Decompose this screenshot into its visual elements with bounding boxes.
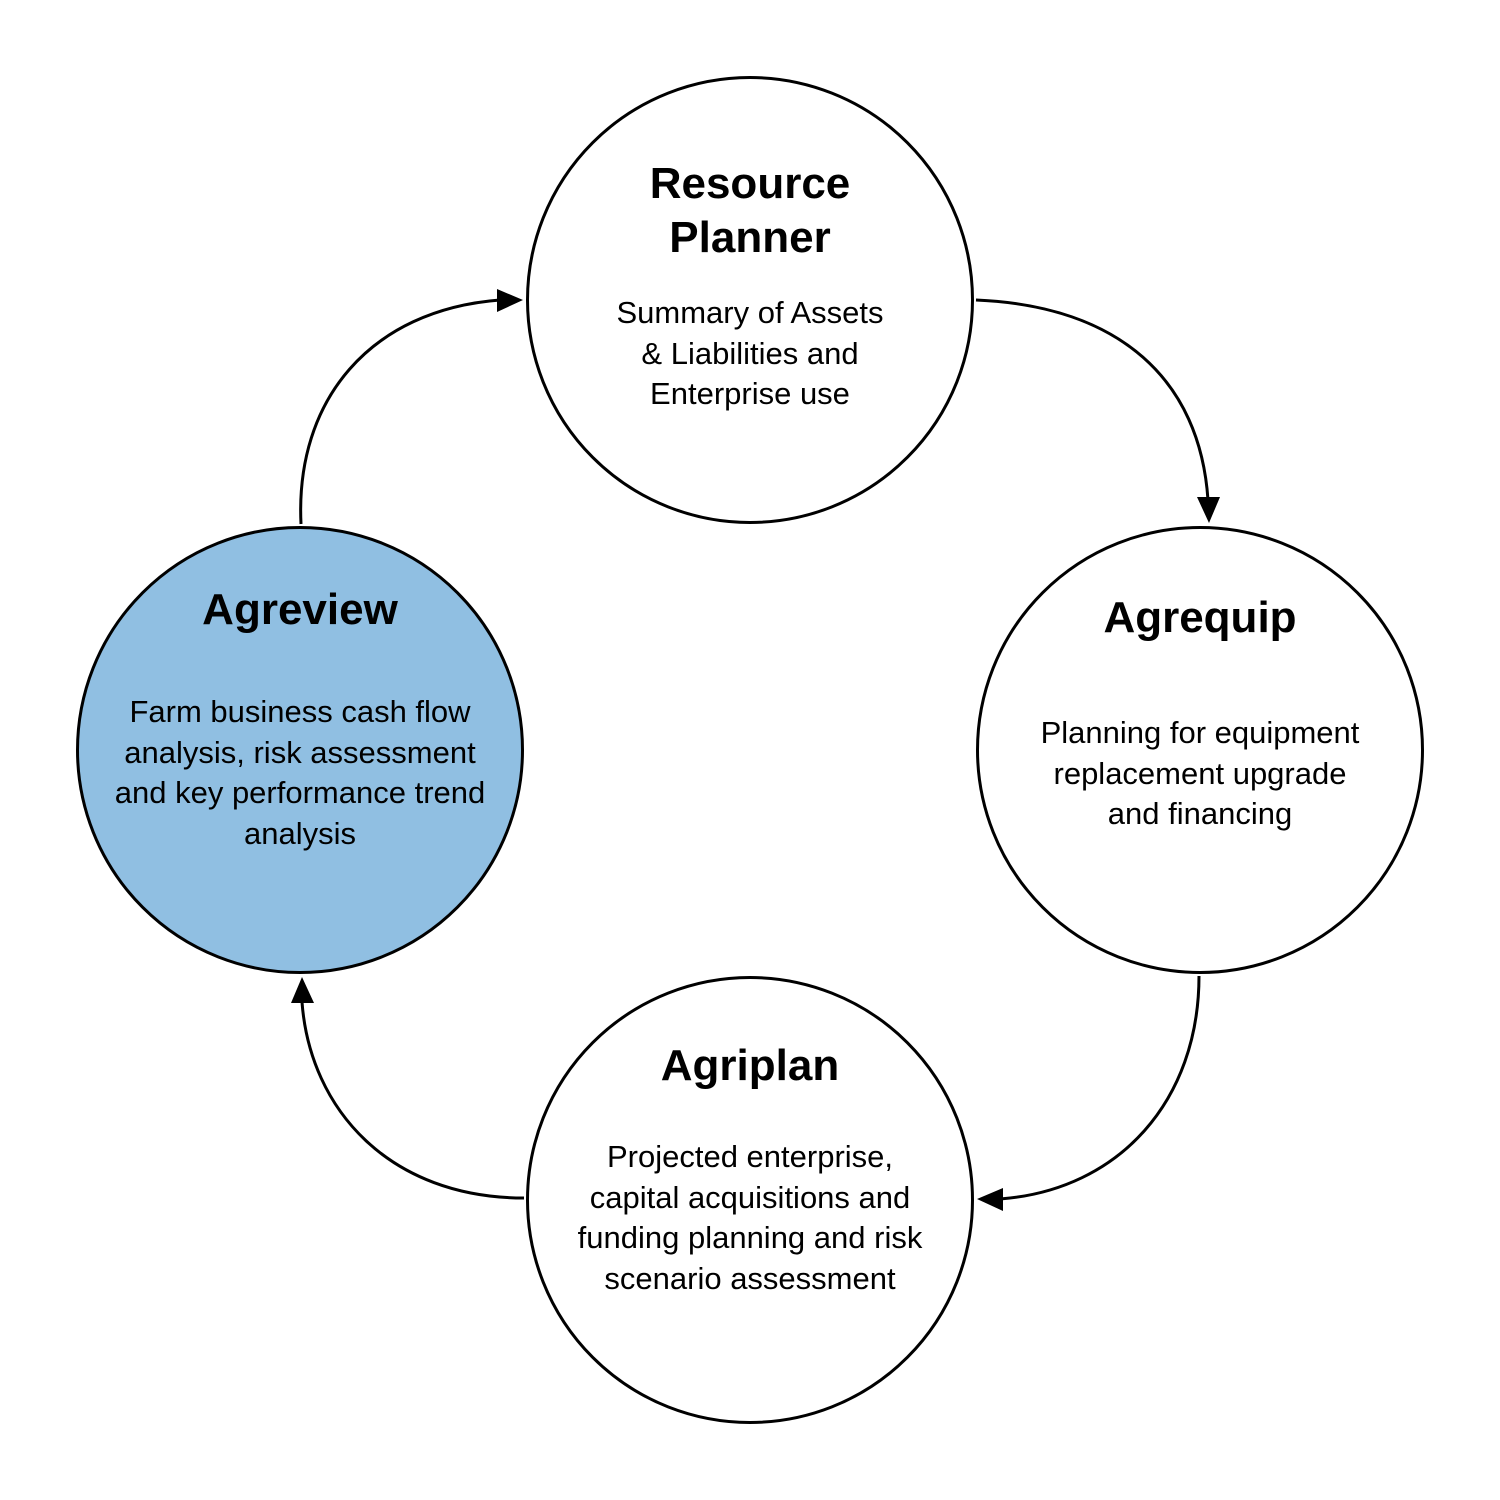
node-title: Agreview — [202, 585, 398, 634]
node-description: Farm business cash flow analysis, risk a… — [114, 694, 486, 851]
arrow-agrequip-to-agriplan — [999, 975, 1201, 1201]
node-agreview: Agreview Farm business cash flow analysi… — [76, 526, 524, 974]
arrowhead-resource-planner — [497, 289, 523, 312]
node-resource-planner: Resource Planner Summary of Assets & Lia… — [526, 76, 974, 524]
arrowhead-agrequip — [1197, 497, 1220, 523]
node-agriplan: Agriplan Projected enterprise, capital a… — [526, 976, 974, 1424]
node-description: Summary of Assets & Liabilities and Ente… — [616, 295, 884, 411]
arrowhead-agriplan — [977, 1188, 1003, 1211]
arrow-resource-planner-to-agrequip — [975, 298, 1210, 501]
node-title: Agrequip — [1103, 593, 1297, 642]
node-description: Planning for equipment replacement upgra… — [1040, 715, 1360, 831]
arrowhead-agreview — [291, 977, 314, 1003]
node-agrequip: Agrequip Planning for equipment replacem… — [976, 526, 1424, 974]
arrow-agreview-to-resource-planner — [299, 298, 501, 525]
node-description: Projected enterprise, capital acquisitio… — [577, 1139, 923, 1296]
node-title: Resource Planner — [649, 159, 851, 262]
node-title: Agriplan — [660, 1041, 840, 1090]
arrow-agriplan-to-agreview — [300, 1001, 525, 1200]
